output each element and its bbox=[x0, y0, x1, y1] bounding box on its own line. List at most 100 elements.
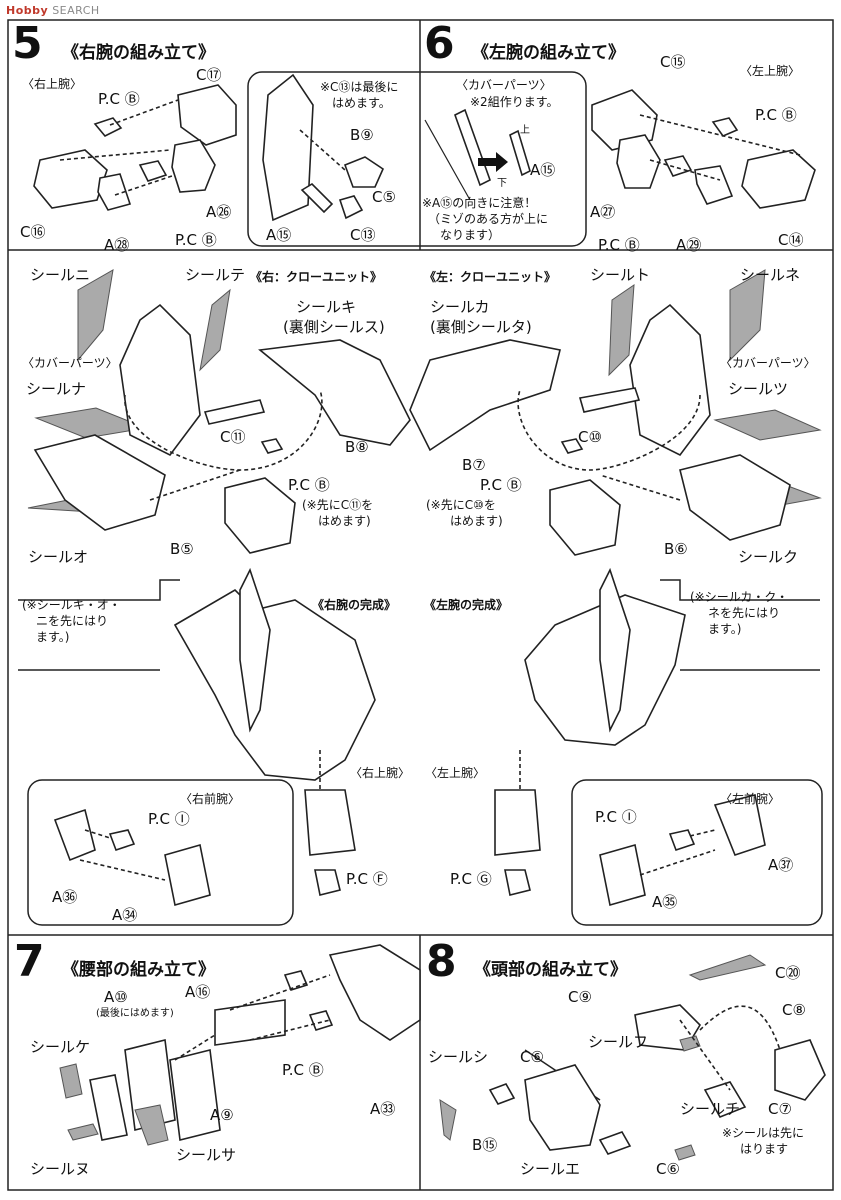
step5-upper-arm-label: 〈右上腕〉 bbox=[22, 77, 83, 91]
claw-left-note-2: はめます) bbox=[450, 514, 503, 528]
label-seal-nu: シールヌ bbox=[30, 1160, 91, 1178]
right-upper-arm-label: 〈右上腕〉 bbox=[350, 766, 411, 780]
label-pcb-3: P.C Ⓑ bbox=[755, 106, 797, 124]
label-c8: C⑧ bbox=[782, 1001, 806, 1019]
cover-parts-title: 〈カバーパーツ〉 bbox=[456, 78, 552, 92]
label-seal-chi: シールチ bbox=[680, 1100, 741, 1118]
claw-left-title: 《左：クローユニット》 bbox=[424, 270, 557, 284]
label-pcg: P.C Ⓖ bbox=[450, 870, 492, 888]
right-forearm-label: 〈右前腕〉 bbox=[180, 792, 241, 806]
label-a33: A㉝ bbox=[370, 1100, 396, 1118]
inset-note-1: ※C⑬は最後に bbox=[320, 80, 399, 94]
label-seal-na: シールナ bbox=[26, 380, 87, 398]
cover-parts-sub: ※2組作ります。 bbox=[470, 95, 559, 109]
label-seal-te: シールテ bbox=[185, 266, 246, 284]
label-a9: A⑨ bbox=[210, 1106, 234, 1124]
left-forearm-inset bbox=[571, 779, 823, 926]
step8-parts bbox=[439, 954, 826, 1161]
label-a34: A㉞ bbox=[112, 906, 138, 924]
claw-right-note-2: はめます) bbox=[318, 514, 371, 528]
left-arm-complete-title: 《左腕の完成》 bbox=[424, 598, 509, 612]
label-a10-note: (最後にはめます) bbox=[96, 1008, 174, 1019]
label-c7: C⑦ bbox=[768, 1100, 792, 1118]
label-seal-ke: シールケ bbox=[30, 1038, 91, 1056]
label-pcb-6: P.C Ⓑ bbox=[480, 476, 522, 494]
label-c6-a: C⑥ bbox=[520, 1048, 544, 1066]
step6-title: 《左腕の組み立て》 bbox=[472, 43, 625, 63]
label-b9: B⑨ bbox=[350, 126, 374, 144]
left-complete-note-1: (※シールカ・ク・ bbox=[690, 590, 789, 604]
complete-arms bbox=[18, 567, 823, 926]
label-c16: C⑯ bbox=[20, 223, 46, 241]
step7-number: 7 bbox=[14, 936, 45, 987]
label-seal-o: シールオ bbox=[28, 548, 89, 566]
label-c9: C⑨ bbox=[568, 988, 592, 1006]
label-pci-right: P.C Ⓘ bbox=[148, 810, 190, 828]
left-complete-note-2: ネを先にはり bbox=[708, 606, 781, 620]
label-seal-fu: シールフ bbox=[588, 1033, 649, 1051]
label-a29: A㉙ bbox=[676, 236, 702, 254]
label-c10: C⑩ bbox=[578, 428, 602, 446]
label-b5: B⑤ bbox=[170, 540, 194, 558]
left-complete-note-3: ます。) bbox=[708, 622, 742, 636]
step8-note-1: ※シールは先に bbox=[722, 1126, 805, 1140]
claw-left-parts bbox=[409, 269, 822, 556]
label-seal-sa: シールサ bbox=[176, 1146, 237, 1164]
step7-title: 《腰部の組み立て》 bbox=[62, 960, 215, 980]
label-c14: C⑭ bbox=[778, 231, 804, 249]
step6-number: 6 bbox=[424, 18, 455, 69]
inset-parts bbox=[262, 73, 531, 222]
watermark: Hobby SEARCH bbox=[6, 4, 100, 17]
label-a28: A㉘ bbox=[104, 236, 130, 254]
label-pcb-4: P.C Ⓑ bbox=[598, 236, 640, 254]
inset-warning-2: （ミゾのある方が上に bbox=[428, 212, 549, 226]
right-complete-note-1: (※シールキ・オ・ bbox=[22, 598, 121, 612]
step5-number: 5 bbox=[12, 18, 43, 69]
inset-warning-1: ※A⑮の向きに注意！ bbox=[422, 196, 537, 210]
right-complete-note-2: ニを先にはり bbox=[36, 614, 109, 628]
step5-parts bbox=[33, 84, 237, 211]
step6-upper-arm-label: 〈左上腕〉 bbox=[740, 64, 801, 78]
claw-right-cover-label: 〈カバーパーツ〉 bbox=[22, 356, 118, 370]
label-pci-left: P.C Ⓘ bbox=[595, 808, 637, 826]
label-seal-ni: シールニ bbox=[30, 266, 91, 284]
label-b15: B⑮ bbox=[472, 1136, 498, 1154]
label-seal-ka: シールカ bbox=[430, 298, 490, 316]
left-upper-arm-label: 〈左上腕〉 bbox=[425, 766, 486, 780]
label-a15-b: A⑮ bbox=[530, 161, 556, 179]
label-down: 下 bbox=[497, 178, 507, 189]
claw-right-note-1: (※先にC⑪を bbox=[302, 498, 374, 512]
label-b8: B⑧ bbox=[345, 438, 369, 456]
label-seal-shi: シールシ bbox=[428, 1048, 489, 1066]
label-pcb-1: P.C Ⓑ bbox=[98, 90, 140, 108]
label-seal-su: (裏側シールス) bbox=[283, 318, 385, 336]
step8-number: 8 bbox=[426, 936, 457, 987]
step8-note-2: はります bbox=[740, 1142, 789, 1156]
claw-left-cover-label: 〈カバーパーツ〉 bbox=[720, 356, 816, 370]
step5-title: 《右腕の組み立て》 bbox=[62, 43, 215, 63]
label-seal-tsu: シールツ bbox=[728, 380, 789, 398]
label-a35: A㉟ bbox=[652, 893, 678, 911]
step7-parts bbox=[59, 944, 421, 1146]
label-seal-ta: (裏側シールタ) bbox=[430, 318, 532, 336]
label-a16: A⑯ bbox=[185, 983, 211, 1001]
inset-note-2: はめます。 bbox=[332, 96, 391, 110]
label-seal-to: シールト bbox=[590, 266, 651, 284]
label-seal-ki: シールキ bbox=[296, 298, 357, 316]
label-c15: C⑮ bbox=[660, 53, 686, 71]
label-a15-a: A⑮ bbox=[266, 226, 292, 244]
inset-warning-3: なります） bbox=[440, 228, 501, 242]
right-arm-complete-title: 《右腕の完成》 bbox=[312, 598, 397, 612]
right-forearm-inset bbox=[27, 779, 294, 926]
label-c20: C⑳ bbox=[775, 964, 801, 982]
label-c6-b: C⑥ bbox=[656, 1160, 680, 1178]
label-pcb-5: P.C Ⓑ bbox=[288, 476, 330, 494]
label-pcb-7: P.C Ⓑ bbox=[282, 1061, 324, 1079]
label-c5: C⑤ bbox=[372, 188, 396, 206]
label-b7: B⑦ bbox=[462, 456, 486, 474]
cover-parts-inset bbox=[247, 71, 587, 247]
label-seal-e: シールエ bbox=[520, 1160, 581, 1178]
left-forearm-label: 〈左前腕〉 bbox=[720, 792, 781, 806]
label-c11: C⑪ bbox=[220, 428, 246, 446]
